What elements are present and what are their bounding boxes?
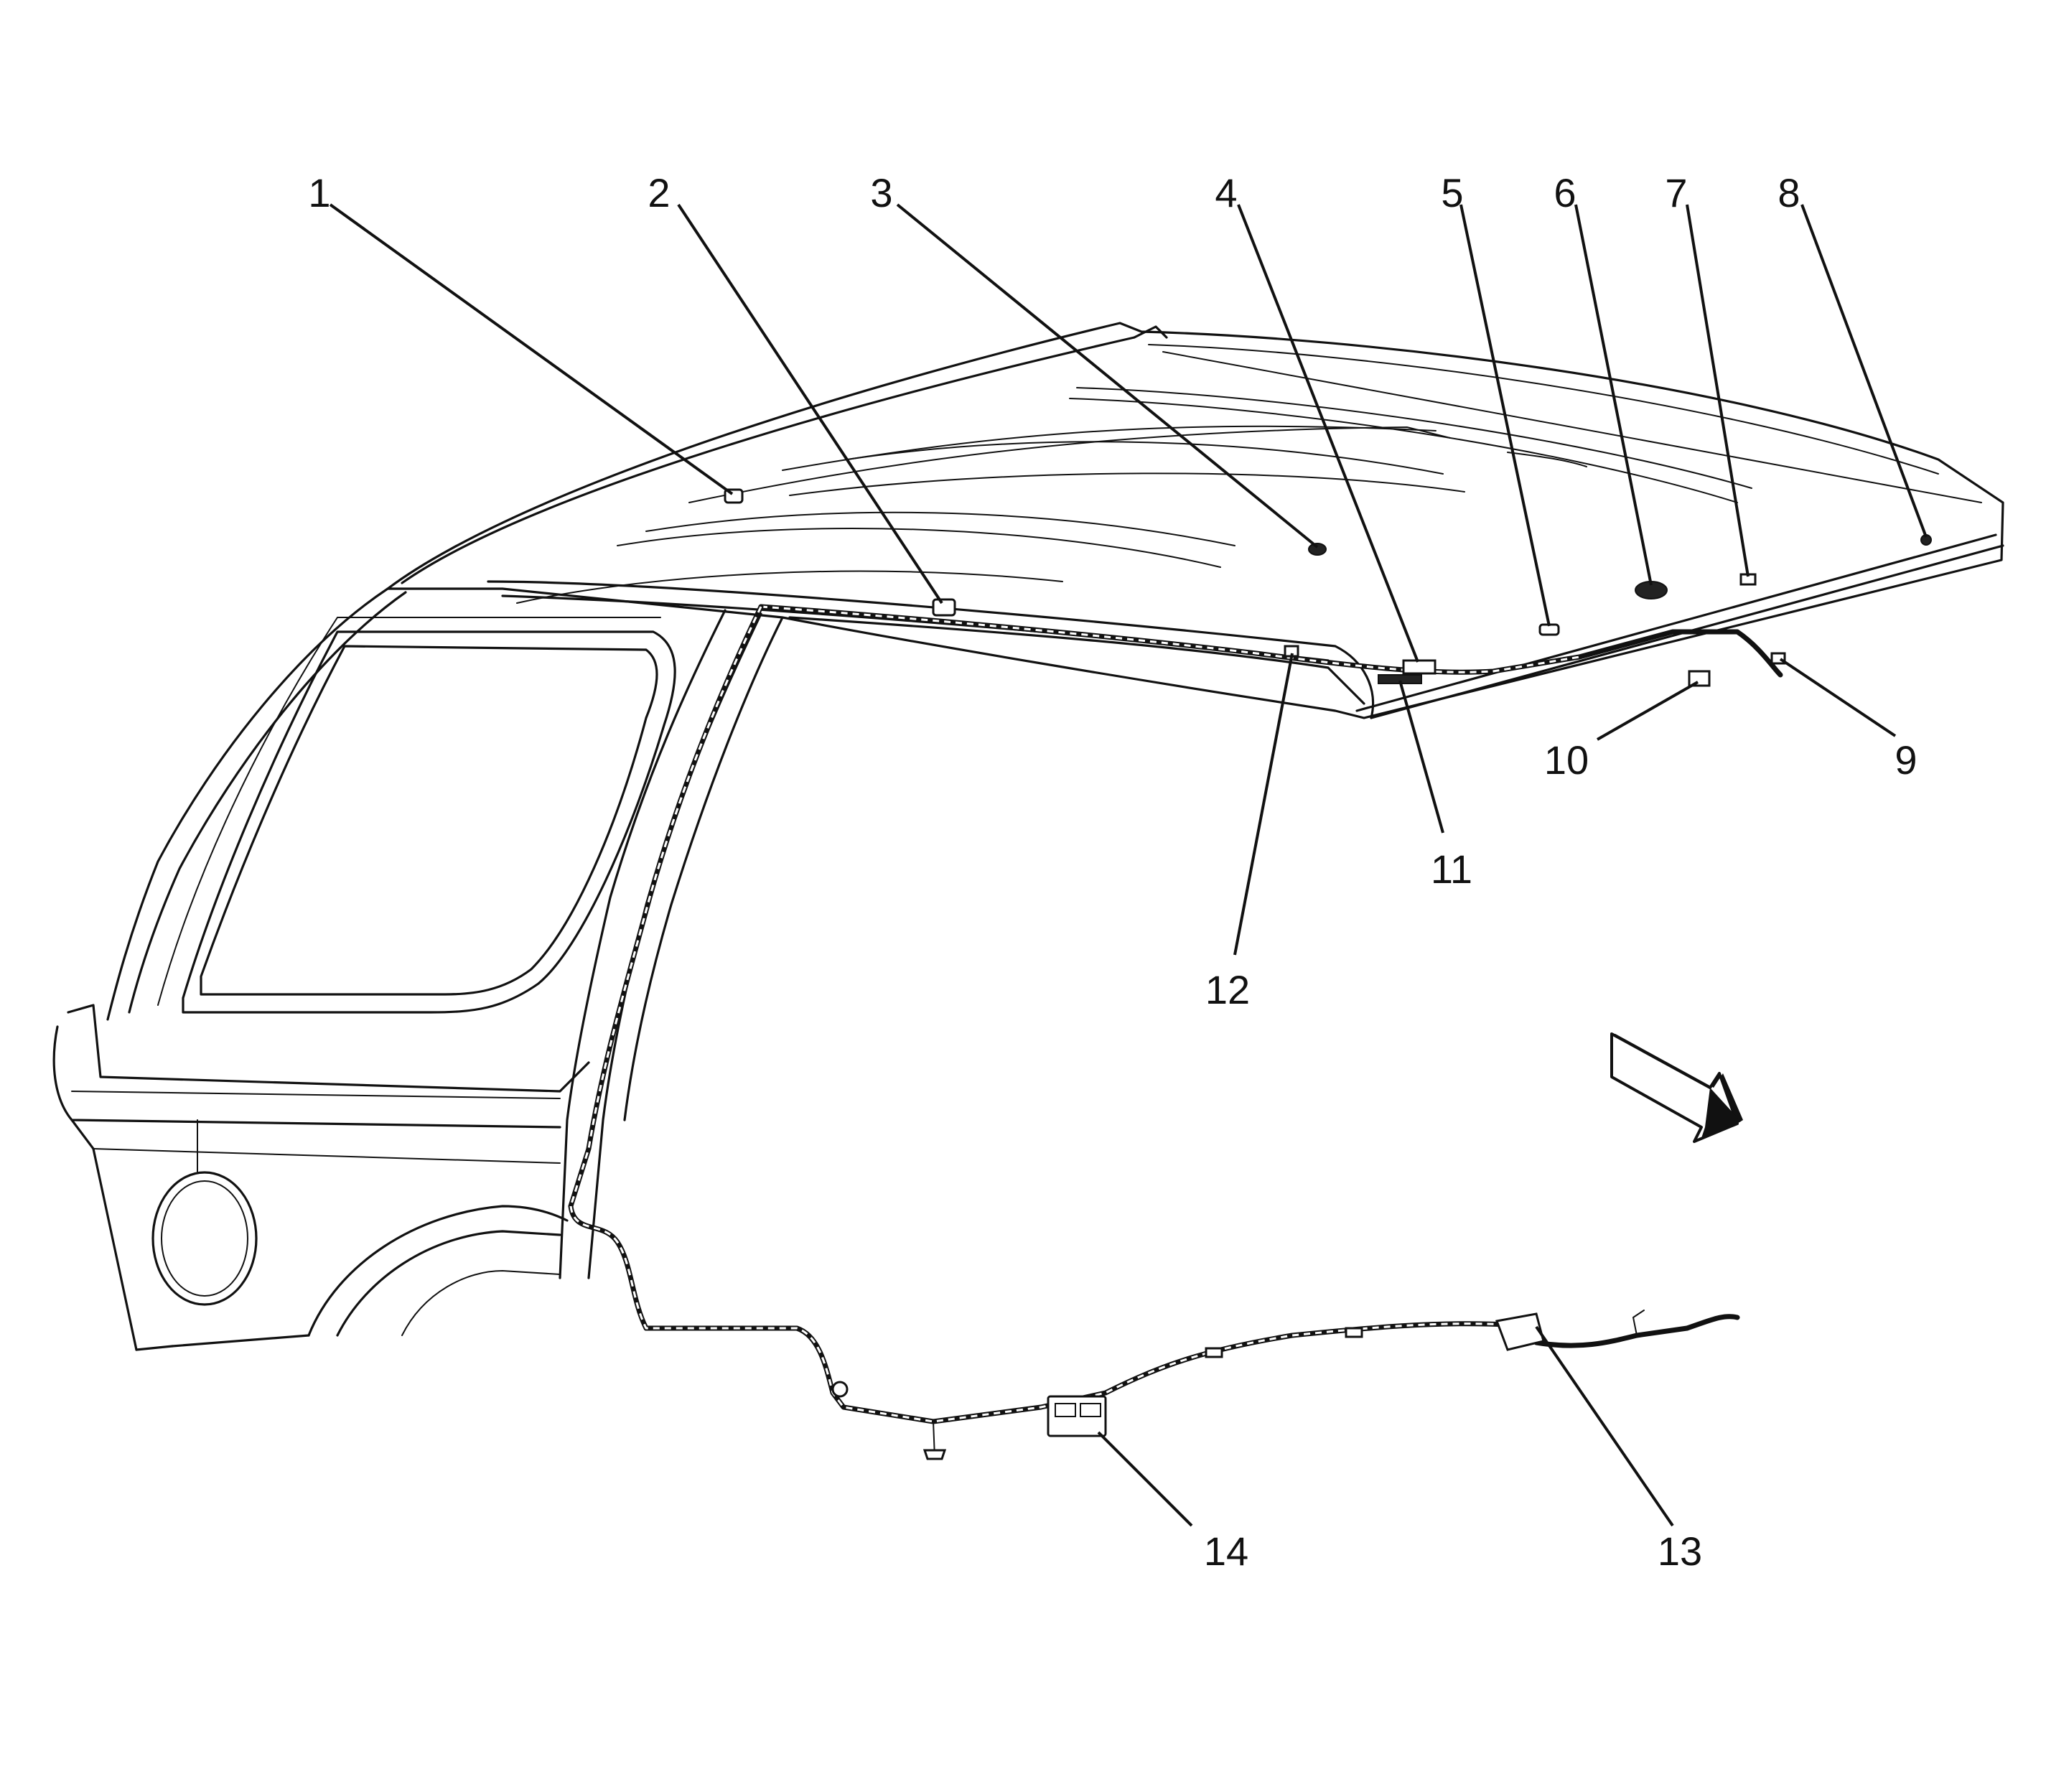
leader-11 xyxy=(1398,680,1444,834)
callout-8: 8 xyxy=(1778,170,1800,215)
callout-12: 12 xyxy=(1205,967,1250,1012)
callout-14: 14 xyxy=(1204,1529,1248,1574)
callout-11: 11 xyxy=(1431,846,1472,892)
component-4 xyxy=(1402,659,1437,675)
callout-7: 7 xyxy=(1665,170,1687,215)
leader-10 xyxy=(1597,681,1699,741)
callout-13: 13 xyxy=(1658,1529,1702,1574)
callout-3: 3 xyxy=(870,170,892,215)
vehicle-body xyxy=(52,322,2004,1351)
leader-4 xyxy=(1237,204,1419,663)
component-5 xyxy=(1538,623,1560,636)
components xyxy=(724,488,1932,1437)
callout-4: 4 xyxy=(1215,170,1237,215)
forward-arrow-icon xyxy=(1610,1032,1743,1143)
callout-10: 10 xyxy=(1544,737,1589,783)
leader-8 xyxy=(1800,204,1928,538)
component-13 xyxy=(1495,1312,1545,1351)
wiring-harness xyxy=(568,604,1783,1460)
leader-5 xyxy=(1459,204,1551,627)
leader-lines xyxy=(329,203,1928,1527)
leader-12 xyxy=(1233,653,1294,956)
leader-6 xyxy=(1574,204,1653,586)
leader-14 xyxy=(1097,1431,1193,1527)
callout-6: 6 xyxy=(1554,170,1576,215)
component-2 xyxy=(932,598,956,617)
leader-7 xyxy=(1686,204,1750,577)
callout-labels: 1 2 3 4 5 6 7 8 9 10 11 12 13 14 xyxy=(308,170,1917,1574)
callout-9: 9 xyxy=(1895,737,1917,783)
callout-2: 2 xyxy=(648,170,670,215)
component-3 xyxy=(1308,543,1327,556)
leader-2 xyxy=(677,203,943,605)
component-10 xyxy=(1688,670,1711,687)
callout-5: 5 xyxy=(1441,170,1463,215)
callout-1: 1 xyxy=(308,170,330,215)
leader-3 xyxy=(896,203,1319,549)
component-14 xyxy=(1047,1395,1107,1437)
leader-9 xyxy=(1779,658,1897,737)
leader-1 xyxy=(329,203,734,495)
leader-13 xyxy=(1535,1325,1674,1527)
